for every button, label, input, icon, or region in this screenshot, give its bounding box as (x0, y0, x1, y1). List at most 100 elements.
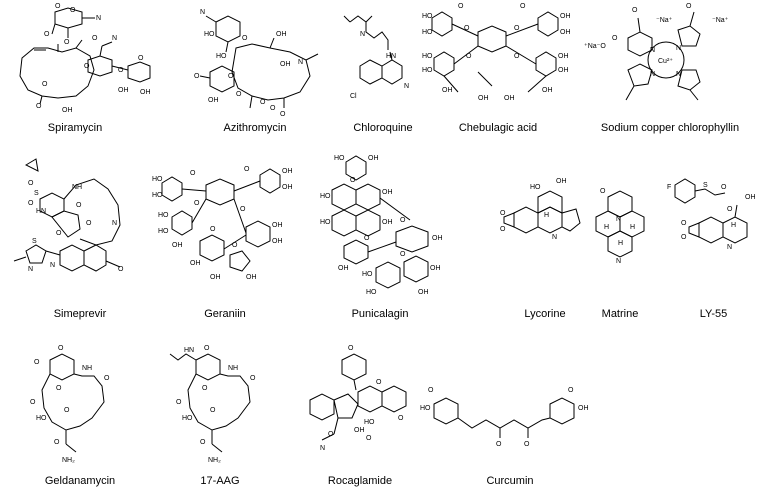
ly-55-label-8: O (681, 234, 687, 241)
rocaglamide-structure: O O O OH HO O N O (309, 345, 407, 452)
azithromycin-label-4: OH (276, 31, 287, 38)
compound-name: Geldanamycin (44, 475, 116, 487)
geldanamycin-label-2: O (56, 385, 62, 392)
azithromycin-label-1: HO (204, 31, 215, 38)
compound-name: Curcumin (486, 475, 534, 487)
chebulagic-acid-label-10: O (458, 3, 464, 10)
geldanamycin-label-8: NH₂ (62, 457, 75, 464)
matrine-label-3: H (630, 224, 635, 231)
spiramycin-label-6: O (44, 31, 50, 38)
geraniin-label-0: HO (152, 176, 163, 183)
spiramycin-label-13: O (138, 55, 144, 62)
spiramycin-label-1: O (55, 3, 61, 10)
chebulagic-acid-label-9: OH (542, 87, 553, 94)
matrine-structure: O N H H H N (595, 188, 645, 265)
matrine-label-4: H (618, 240, 623, 247)
chebulagic-acid-label-6: HO (422, 53, 433, 60)
lycorine-structure: OH HO H O O N (500, 178, 581, 241)
spiramycin-label-4: OH (62, 107, 73, 114)
punicalagin-label-2: OH (382, 189, 393, 196)
compound-chloroquine: N HN N Cl Chloroquine (338, 0, 428, 150)
chlorophyllin-label-5: O (612, 35, 618, 42)
ly-55-label-5: O (681, 220, 687, 227)
punicalagin-label-1: OH (368, 155, 379, 162)
geraniin-label-7: HO (158, 228, 169, 235)
compound-17-aag: HN O O NH O HO O O NH₂ O 17-AAG (160, 340, 280, 490)
azithromycin-label-2: HO (216, 53, 227, 60)
ly-55-structure: F S O OH O O N H O (667, 178, 756, 251)
compound-name: Punicalagin (351, 308, 409, 320)
punicalagin-label-8: O (364, 235, 370, 242)
azithromycin-label-5: N (298, 59, 303, 66)
compound-name: 17-AAG (200, 475, 240, 487)
geraniin-label-5: OH (272, 238, 283, 245)
punicalagin-label-9: O (400, 217, 406, 224)
17-aag-label-1: O (204, 345, 210, 352)
chebulagic-acid-label-11: O (520, 3, 526, 10)
chlorophyllin-label-7: N (676, 45, 681, 52)
lycorine-label-0: OH (556, 178, 567, 185)
lycorine-label-3: O (500, 210, 506, 217)
matrine-label-1: N (616, 216, 621, 223)
geraniin-label-14: O (210, 226, 216, 233)
ly-55-label-2: O (721, 184, 727, 191)
chebulagic-acid-structure: HO HO OH OH OH OH HO HO OH OH O O O O O … (422, 3, 571, 102)
compound-geldanamycin: O O O NH O HO O O NH₂ O Geldanamycin (20, 340, 140, 490)
17-aag-label-3: NH (228, 365, 238, 372)
simeprevir-label-5: O (76, 202, 82, 209)
curcumin-label-5: OH (578, 405, 589, 412)
geldanamycin-label-3: NH (82, 365, 92, 372)
ly-55-label-0: F (667, 184, 671, 191)
ly-55-label-7: H (731, 222, 736, 229)
simeprevir-label-12: O (118, 266, 124, 273)
rocaglamide-label-4: HO (364, 419, 375, 426)
chebulagic-acid-label-1: HO (422, 29, 433, 36)
compound-lycorine: OH HO H O O N Lycorine (500, 175, 590, 325)
punicalagin-structure: HO OH OH HO HO OH OH O O O O OH HO HO OH… (320, 155, 443, 296)
chlorophyllin-label-6: N (650, 47, 655, 54)
compound-rocaglamide: O O O OH HO O N O Rocaglamide (300, 340, 420, 490)
compound-chebulagic-acid: HO HO OH OH OH OH HO HO OH OH O O O O O … (418, 0, 578, 150)
geraniin-label-10: O (190, 170, 196, 177)
geldanamycin-label-5: HO (36, 415, 47, 422)
ly-55-label-6: N (727, 244, 732, 251)
17-aag-label-2: O (202, 385, 208, 392)
spiramycin-label-8: O (42, 81, 48, 88)
geraniin-label-6: HO (158, 212, 169, 219)
compound-spiramycin: N O O O OH OH O O O O O N O O OH Spiramy… (0, 0, 151, 150)
spiramycin-label-9: O (36, 103, 42, 110)
chebulagic-acid-label-14: O (466, 53, 472, 60)
geldanamycin-structure: O O O NH O HO O O NH₂ O (30, 345, 110, 464)
compound-geraniin: HO HO OH OH OH OH HO HO OH OH O O O O O … (150, 155, 300, 325)
geraniin-label-12: O (194, 200, 200, 207)
geraniin-label-1: HO (152, 192, 163, 199)
geraniin-label-9: OH (190, 260, 201, 267)
lycorine-label-1: HO (530, 184, 541, 191)
azithromycin-label-8: O (228, 73, 234, 80)
simeprevir-label-3: HN (36, 208, 46, 215)
ly-55-label-3: OH (745, 194, 756, 201)
geraniin-label-11: O (244, 166, 250, 173)
chlorophyllin-label-10: N (676, 71, 681, 78)
compound-name: Azithromycin (223, 122, 287, 134)
spiramycin-label-2: O (70, 7, 76, 14)
rocaglamide-label-5: O (366, 435, 372, 442)
chebulagic-acid-label-7: HO (422, 67, 433, 74)
punicalagin-label-11: OH (432, 235, 443, 242)
azithromycin-label-7: O (194, 73, 200, 80)
azithromycin-label-9: O (236, 91, 242, 98)
ly-55-label-1: S (703, 182, 708, 189)
chlorophyllin-label-1: O (686, 3, 692, 10)
rocaglamide-label-7: O (328, 431, 334, 438)
ly-55-label-4: O (727, 206, 733, 213)
spiramycin-label-10: O (84, 63, 90, 70)
chebulagic-acid-label-12: O (464, 25, 470, 32)
simeprevir-label-2: O (28, 200, 34, 207)
geldanamycin-label-4: O (30, 399, 36, 406)
simeprevir-label-9: N (50, 262, 55, 269)
punicalagin-label-14: OH (430, 265, 441, 272)
simeprevir-label-1: S (34, 190, 39, 197)
azithromycin-label-11: O (270, 105, 276, 112)
compound-name: Chebulagic acid (458, 122, 538, 134)
chebulagic-acid-label-15: O (514, 53, 520, 60)
